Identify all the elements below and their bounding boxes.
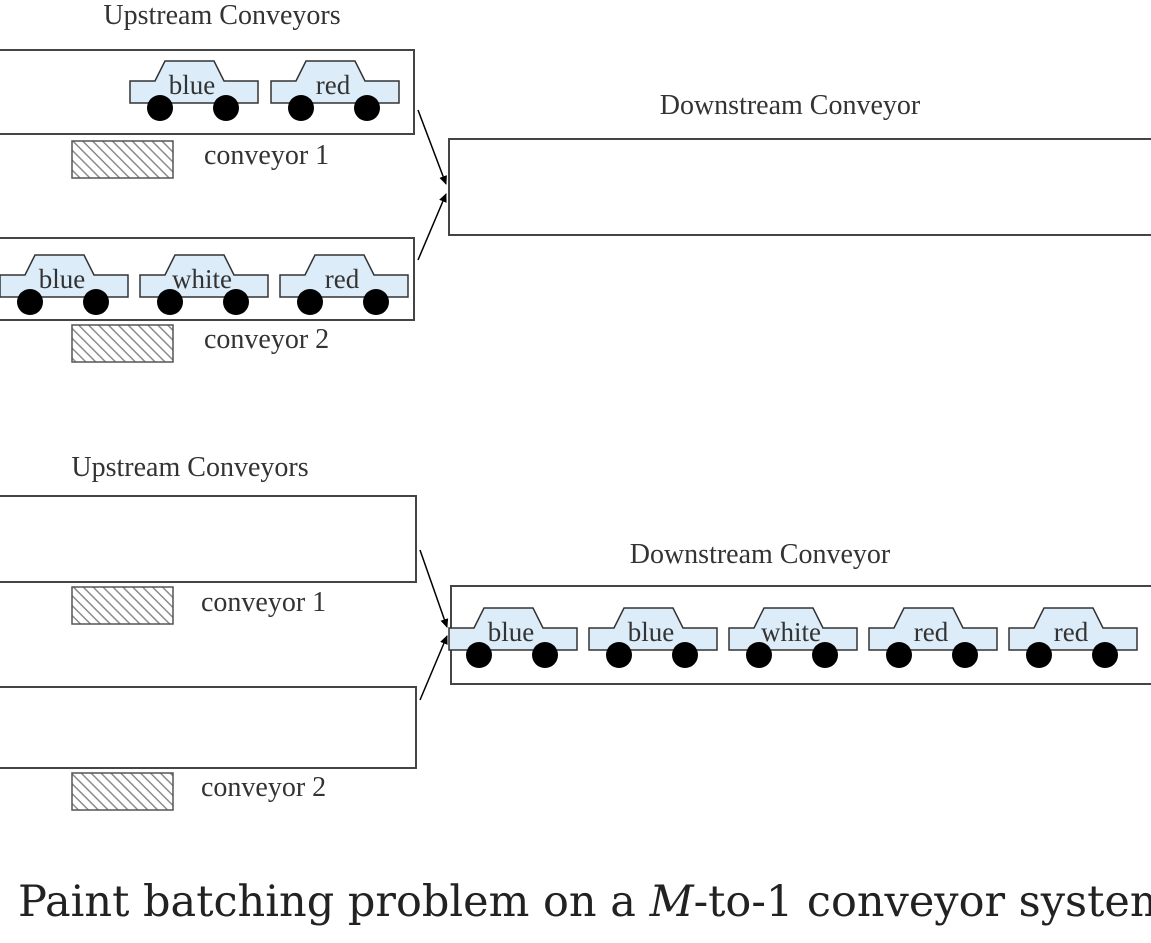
- bottom-conveyor-1: [0, 495, 417, 583]
- bottom-conveyor-2-sensor: [71, 772, 174, 811]
- car-wheel-rear: [532, 642, 558, 668]
- bottom-upstream-label: Upstream Conveyors: [71, 452, 308, 483]
- car-color-label: red: [316, 70, 351, 100]
- top-conveyor-1-cars: blue red: [129, 60, 400, 121]
- top-conveyor-2-label: conveyor 2: [204, 324, 329, 355]
- top-upstream-label: Upstream Conveyors: [103, 0, 340, 31]
- bottom-panel: Upstream Conveyors conveyor 1 conveyor 2…: [0, 452, 1151, 811]
- car-wheel-rear: [952, 642, 978, 668]
- car: white: [728, 607, 858, 668]
- top-conveyor-1-label: conveyor 1: [204, 140, 329, 171]
- top-downstream-label: Downstream Conveyor: [660, 90, 921, 121]
- car: blue: [448, 607, 578, 668]
- caption-italic: M: [649, 877, 695, 927]
- car-wheel-rear: [83, 289, 109, 315]
- top-downstream-conveyor: [448, 138, 1151, 236]
- car-wheel-rear: [354, 95, 380, 121]
- car-body: [868, 607, 998, 651]
- car-wheel-rear: [223, 289, 249, 315]
- car: blue: [129, 60, 259, 121]
- car-color-label: blue: [488, 617, 535, 647]
- car-wheel-rear: [672, 642, 698, 668]
- car-wheel-front: [157, 289, 183, 315]
- car-color-label: red: [1054, 617, 1089, 647]
- car-wheel-rear: [363, 289, 389, 315]
- car: red: [279, 254, 409, 315]
- car: white: [139, 254, 269, 315]
- car-color-label: white: [172, 264, 232, 294]
- car-body: [270, 60, 400, 104]
- car-body: [728, 607, 858, 651]
- car-body: [129, 60, 259, 104]
- car: blue: [0, 254, 129, 315]
- car-color-label: blue: [628, 617, 675, 647]
- car-body: [0, 254, 129, 298]
- bottom-merge-arrow-1: [419, 549, 449, 628]
- car: blue: [588, 607, 718, 668]
- car-wheel-rear: [213, 95, 239, 121]
- top-panel: Upstream Conveyors blue red conveyor 1 bl…: [0, 0, 1151, 363]
- top-conveyor-2-cars: blue white red: [0, 254, 409, 315]
- top-merge-arrow-1: [417, 109, 447, 185]
- car: red: [868, 607, 998, 668]
- car-wheel-front: [1026, 642, 1052, 668]
- top-conveyor-2-sensor: [71, 324, 174, 363]
- car-body: [1008, 607, 1138, 651]
- car-body: [139, 254, 269, 298]
- bottom-downstream-label: Downstream Conveyor: [630, 539, 891, 570]
- car-body: [588, 607, 718, 651]
- bottom-merge-arrow-2: [419, 635, 448, 701]
- top-merge-arrow-2: [417, 193, 447, 261]
- car-wheel-rear: [812, 642, 838, 668]
- top-conveyor-1-sensor: [71, 140, 174, 179]
- car-wheel-front: [746, 642, 772, 668]
- car: red: [270, 60, 400, 121]
- car-color-label: blue: [39, 264, 86, 294]
- top-conveyor-2: [0, 237, 415, 321]
- car-wheel-front: [288, 95, 314, 121]
- car-wheel-front: [147, 95, 173, 121]
- bottom-conveyor-2-label: conveyor 2: [201, 772, 326, 803]
- car: red: [1008, 607, 1138, 668]
- top-conveyor-1: [0, 49, 415, 135]
- caption-after: -to-1 conveyor system: [694, 877, 1151, 927]
- car-wheel-front: [17, 289, 43, 315]
- car-wheel-front: [466, 642, 492, 668]
- bottom-downstream-cars: blue blue white red red: [448, 607, 1138, 668]
- car-color-label: white: [761, 617, 821, 647]
- car-wheel-rear: [1092, 642, 1118, 668]
- car-color-label: red: [325, 264, 360, 294]
- car-wheel-front: [297, 289, 323, 315]
- car-color-label: blue: [169, 70, 216, 100]
- figure-caption: Paint batching problem on a M-to-1 conve…: [18, 877, 1151, 927]
- bottom-conveyor-1-sensor: [71, 586, 174, 625]
- caption-before: Paint batching problem on a: [18, 877, 650, 927]
- car-body: [279, 254, 409, 298]
- car-wheel-front: [606, 642, 632, 668]
- bottom-conveyor-1-label: conveyor 1: [201, 587, 326, 618]
- car-color-label: red: [914, 617, 949, 647]
- bottom-conveyor-2: [0, 686, 417, 769]
- car-wheel-front: [886, 642, 912, 668]
- car-body: [448, 607, 578, 651]
